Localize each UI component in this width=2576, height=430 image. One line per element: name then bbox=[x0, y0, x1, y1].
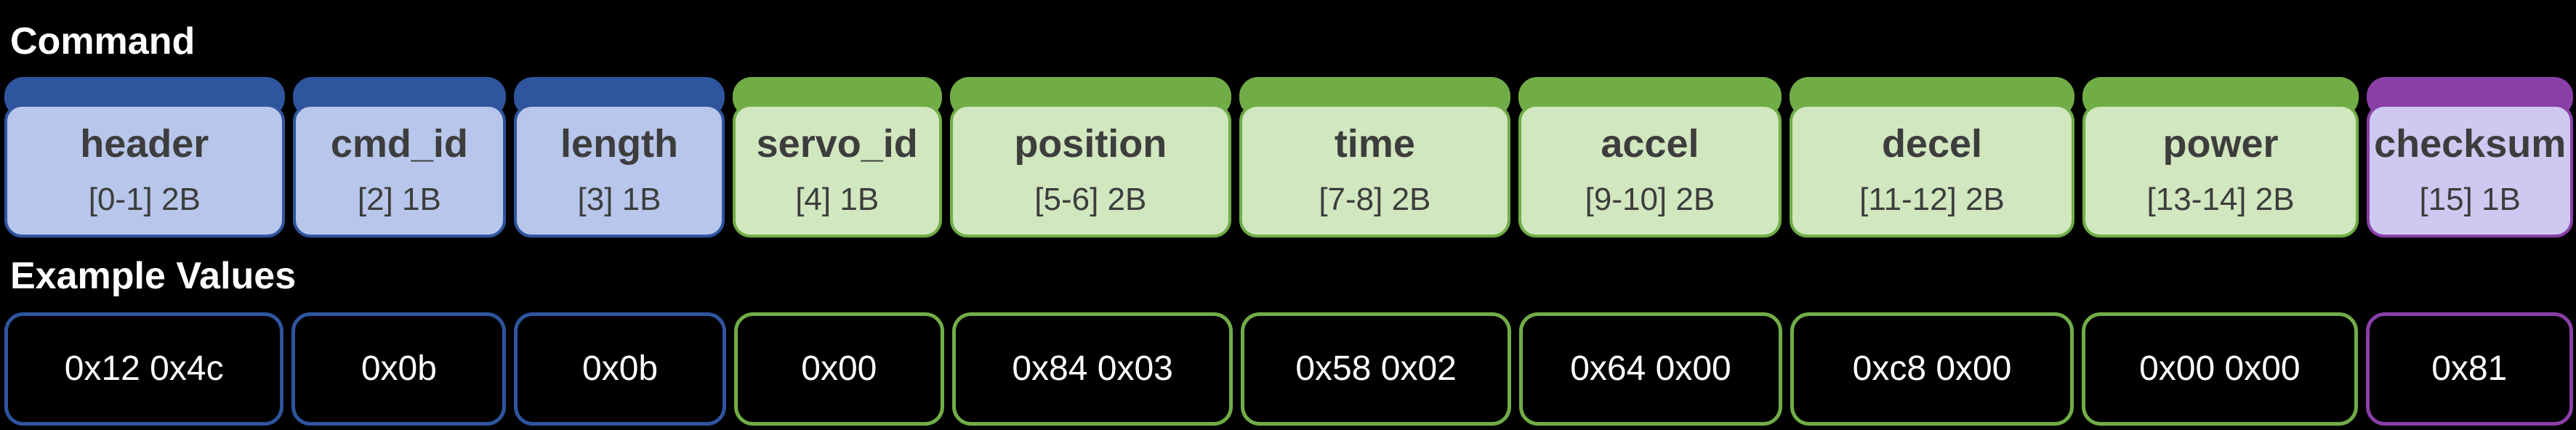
example-value: 0x00 bbox=[801, 349, 877, 388]
field-name: power bbox=[2162, 122, 2279, 166]
field-body: decel [11-12] 2B bbox=[1790, 104, 2074, 238]
field-body: position [5-6] 2B bbox=[949, 104, 1232, 238]
example-value: 0x84 0x03 bbox=[1012, 349, 1173, 388]
packet-field: header [0-1] 2B bbox=[4, 77, 285, 238]
packet-field: cmd_id [2] 1B bbox=[292, 77, 507, 238]
field-name: servo_id bbox=[756, 122, 918, 166]
packet-field: position [5-6] 2B bbox=[949, 77, 1232, 238]
field-byte-range: [7-8] 2B bbox=[1319, 181, 1431, 217]
example-value: 0xc8 0x00 bbox=[1852, 349, 2012, 388]
example-value-box: 0x00 0x00 bbox=[2082, 312, 2358, 426]
command-section-title: Command bbox=[10, 20, 196, 62]
packet-field: accel [9-10] 2B bbox=[1518, 77, 1782, 238]
field-byte-range: [2] 1B bbox=[357, 181, 441, 217]
example-values-row: 0x12 0x4c 0x0b 0x0b 0x00 0x84 0x03 0x58 … bbox=[4, 312, 2573, 426]
field-body: accel [9-10] 2B bbox=[1518, 104, 1782, 238]
example-value: 0x0b bbox=[361, 349, 437, 388]
field-byte-range: [11-12] 2B bbox=[1859, 181, 2005, 217]
example-value: 0x00 0x00 bbox=[2139, 349, 2301, 388]
field-name: checksum bbox=[2374, 122, 2567, 166]
packet-field: time [7-8] 2B bbox=[1239, 77, 1510, 238]
packet-field: servo_id [4] 1B bbox=[732, 77, 942, 238]
field-byte-range: [0-1] 2B bbox=[88, 181, 201, 217]
field-name: position bbox=[1014, 122, 1167, 166]
packet-field: power [13-14] 2B bbox=[2082, 77, 2359, 238]
field-body: length [3] 1B bbox=[514, 104, 725, 238]
packet-field: checksum [15] 1B bbox=[2367, 77, 2573, 238]
example-value-box: 0x64 0x00 bbox=[1518, 312, 1782, 426]
field-name: accel bbox=[1601, 122, 1699, 166]
example-value: 0x58 0x02 bbox=[1295, 349, 1457, 388]
field-byte-range: [15] 1B bbox=[2419, 181, 2521, 217]
example-value: 0x64 0x00 bbox=[1570, 349, 1731, 388]
field-name: length bbox=[560, 122, 679, 166]
example-value: 0x0b bbox=[582, 349, 659, 388]
command-fields-row: header [0-1] 2B cmd_id [2] 1B length [3]… bbox=[4, 77, 2573, 238]
field-name: cmd_id bbox=[330, 122, 468, 166]
example-value-box: 0x00 bbox=[733, 312, 944, 426]
packet-field: length [3] 1B bbox=[514, 77, 725, 238]
field-body: cmd_id [2] 1B bbox=[292, 104, 507, 238]
field-name: decel bbox=[1881, 122, 1983, 166]
field-byte-range: [4] 1B bbox=[795, 181, 880, 217]
example-value-box: 0x81 bbox=[2365, 312, 2573, 426]
field-byte-range: [13-14] 2B bbox=[2146, 181, 2295, 217]
example-value-box: 0x12 0x4c bbox=[4, 312, 284, 426]
packet-field: decel [11-12] 2B bbox=[1790, 77, 2074, 238]
example-value-box: 0x0b bbox=[291, 312, 507, 426]
field-body: time [7-8] 2B bbox=[1239, 104, 1510, 238]
example-value-box: 0x0b bbox=[514, 312, 726, 426]
field-name: time bbox=[1334, 122, 1415, 166]
field-body: header [0-1] 2B bbox=[4, 104, 285, 238]
example-value-box: 0x58 0x02 bbox=[1241, 312, 1511, 426]
example-value-box: 0xc8 0x00 bbox=[1790, 312, 2074, 426]
example-values-title: Example Values bbox=[10, 255, 297, 297]
example-value: 0x12 0x4c bbox=[64, 349, 224, 388]
example-value-box: 0x84 0x03 bbox=[951, 312, 1233, 426]
field-byte-range: [9-10] 2B bbox=[1585, 181, 1715, 217]
field-body: servo_id [4] 1B bbox=[732, 104, 942, 238]
field-body: checksum [15] 1B bbox=[2367, 104, 2573, 238]
field-name: header bbox=[80, 122, 209, 166]
example-value: 0x81 bbox=[2431, 349, 2508, 388]
field-byte-range: [3] 1B bbox=[577, 181, 661, 217]
field-byte-range: [5-6] 2B bbox=[1034, 181, 1147, 217]
field-body: power [13-14] 2B bbox=[2082, 104, 2359, 238]
